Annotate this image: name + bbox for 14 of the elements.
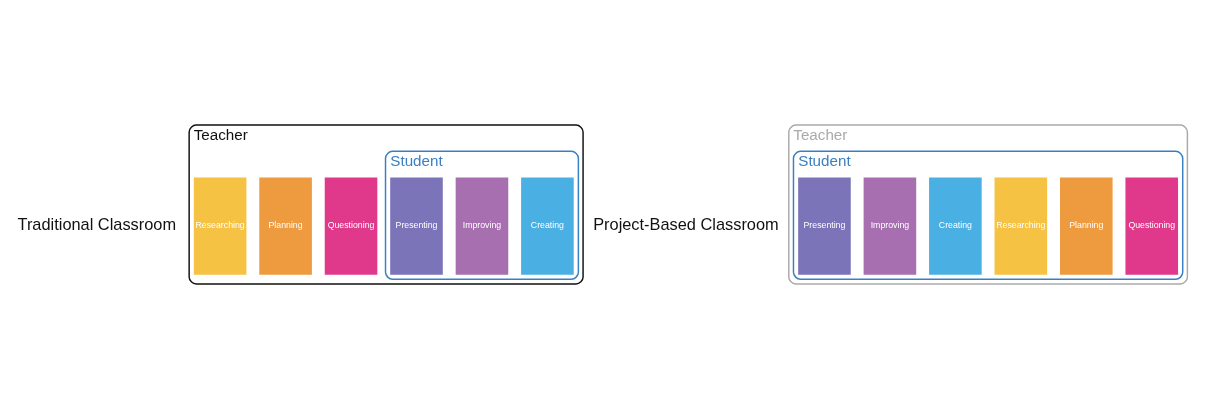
node-box: Improving xyxy=(455,177,509,275)
node-box: Improving xyxy=(863,177,917,275)
node-box: Creating xyxy=(521,177,574,275)
node-box: Creating xyxy=(929,177,982,275)
node-box: Planning xyxy=(1060,177,1113,275)
node-box: Planning xyxy=(259,177,312,275)
node-box: Questioning xyxy=(324,177,378,275)
label: Project-Based Classroom xyxy=(593,215,779,234)
node-box: Researching xyxy=(994,177,1048,275)
node-box: Questioning xyxy=(1125,177,1179,275)
node-box: Presenting xyxy=(798,177,851,275)
node-box: Researching xyxy=(193,177,247,275)
node-box: Presenting xyxy=(390,177,443,275)
label: Traditional Classroom xyxy=(17,215,177,234)
